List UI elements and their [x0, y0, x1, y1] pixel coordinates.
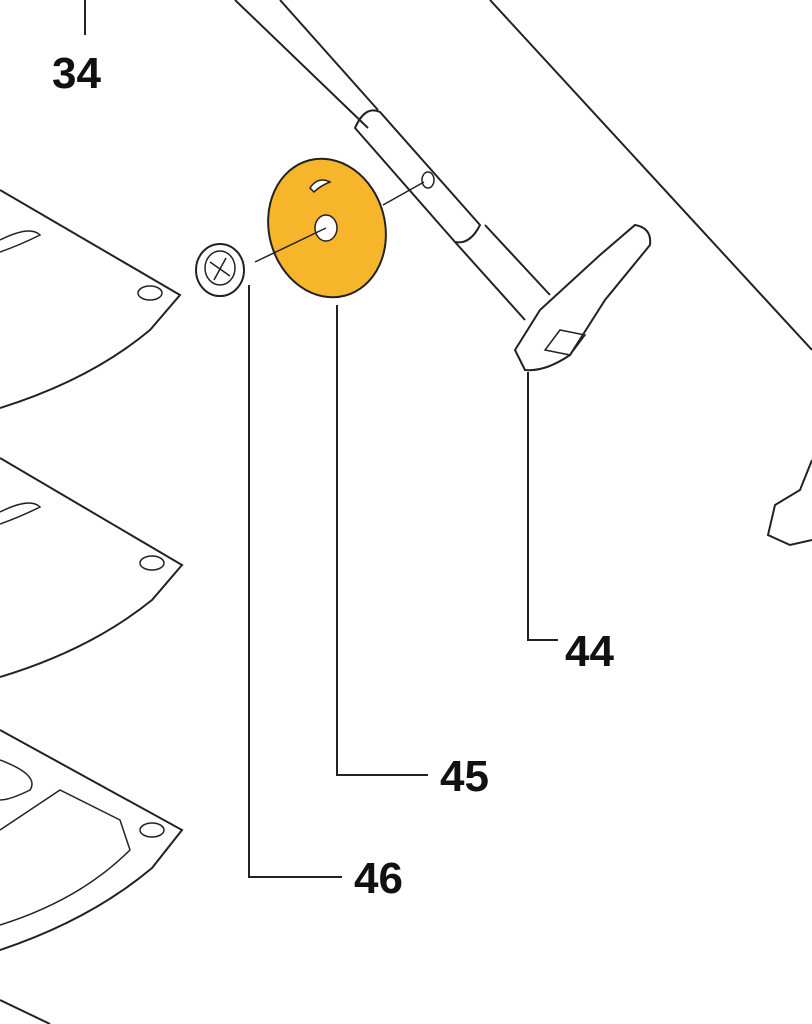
- leader-line-44: [527, 372, 558, 641]
- callout-label-44: 44: [565, 627, 614, 676]
- gasket-middle: [0, 457, 184, 678]
- callout-label-34: 34: [52, 49, 101, 98]
- lever-part-44: [513, 223, 652, 372]
- shaft: [234, 0, 812, 351]
- axis-line: [254, 181, 425, 263]
- leader-line-45: [336, 305, 428, 776]
- callout-label-45: 45: [440, 752, 489, 801]
- screw-part-46: [195, 243, 245, 297]
- partial-part-right: [766, 459, 812, 547]
- washer-part-45: [267, 157, 387, 299]
- gasket-lower: [0, 729, 184, 1024]
- gasket-upper: [0, 189, 182, 409]
- callout-label-46: 46: [354, 854, 403, 903]
- leader-line-46: [248, 285, 342, 878]
